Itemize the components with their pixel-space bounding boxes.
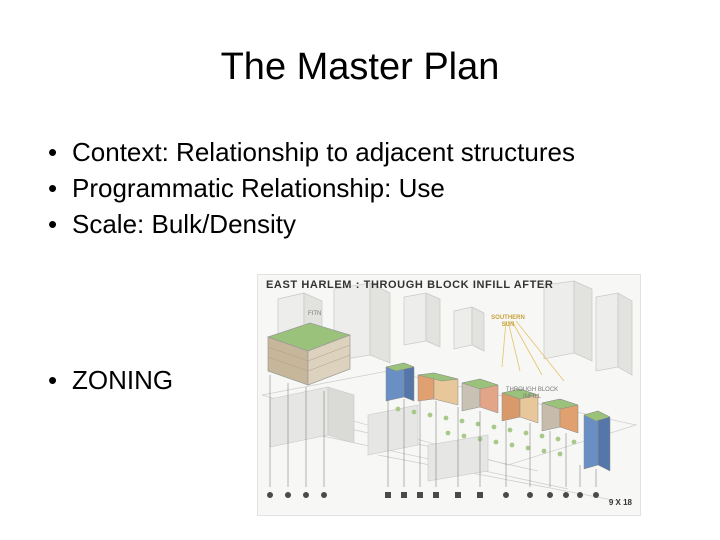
label-southern-sun: SOUTHERN SUN (488, 315, 528, 329)
bullet-glyph: • (48, 137, 58, 167)
bullet-list: • Context: Relationship to adjacent stru… (48, 134, 575, 242)
scale-label: 9 X 18 (608, 498, 632, 507)
bullet-zoning: • ZONING (48, 362, 173, 398)
masterplan-illustration: EAST HARLEM : THROUGH BLOCK INFILL AFTER… (257, 274, 641, 516)
label-southern: SOUTHERN (491, 315, 525, 321)
slide-title: The Master Plan (220, 46, 500, 88)
label-through-block: THROUGH BLOCK (505, 387, 559, 393)
bullet-text: Context: Relationship to adjacent struct… (72, 137, 575, 167)
bullet-scale: • Scale: Bulk/Density (48, 206, 575, 242)
bullet-text: ZONING (72, 365, 174, 395)
bullet-programmatic: • Programmatic Relationship: Use (48, 170, 575, 206)
bullet-glyph: • (48, 173, 58, 203)
bullet-text: Programmatic Relationship: Use (72, 173, 445, 203)
label-infill: INFILL (522, 394, 541, 400)
illustration-title: EAST HARLEM : THROUGH BLOCK INFILL AFTER (266, 279, 554, 291)
isometric-drawing (261, 280, 638, 502)
bullet-text: Scale: Bulk/Density (72, 209, 296, 239)
label-through-block-infill: THROUGH BLOCK INFILL (502, 387, 562, 401)
label-fitn: FITN (308, 311, 322, 317)
bullet-glyph: • (48, 209, 58, 239)
bullet-context: • Context: Relationship to adjacent stru… (48, 134, 575, 170)
label-sun: SUN (501, 322, 515, 328)
bullet-glyph: • (48, 365, 58, 395)
